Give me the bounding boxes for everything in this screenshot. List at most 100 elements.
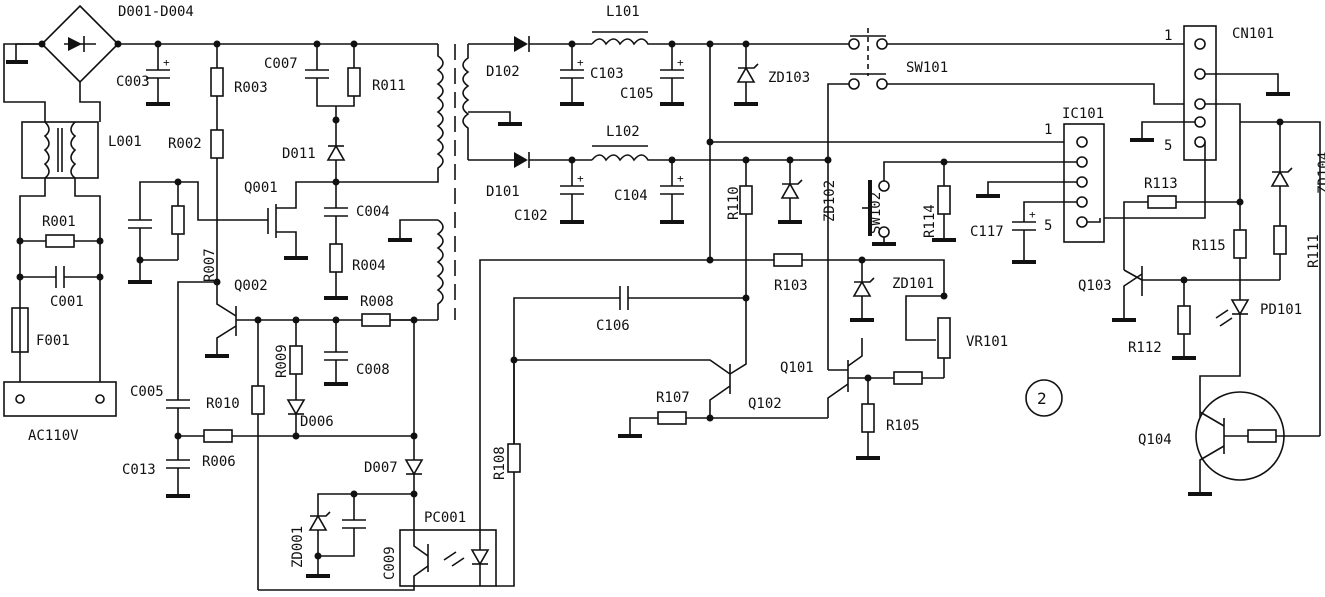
capacitor-c003: + [146,44,170,106]
zd104-label: ZD104 [1316,152,1325,194]
r002-label: R002 [168,136,202,152]
zd101-label: ZD101 [892,276,934,292]
d006-label: D006 [300,414,334,430]
r107-label: R107 [656,390,690,406]
f001-label: F001 [36,333,70,349]
resistor-r108 [507,443,521,473]
page-marker-label: 2 [1037,389,1047,408]
ic101-pin5: 5 [1044,218,1052,234]
wire [3,43,46,122]
l101-label: L101 [606,4,640,20]
resistor-r001 [45,234,75,248]
d101-label: D101 [486,184,520,200]
resistor-r105-link [893,371,923,385]
resistor-q104-base [1247,429,1277,443]
c005-label: C005 [130,384,164,400]
zener-zd102 [780,182,800,199]
c104-label: C104 [614,188,648,204]
r006-label: R006 [202,454,236,470]
diode-d006 [286,399,306,416]
vr101-label: VR101 [966,334,1008,350]
transformer-aux-winding [436,219,444,320]
c117-label: C117 [970,224,1004,240]
wire [79,82,101,122]
c102-label: C102 [514,208,548,224]
zd001-label: ZD001 [290,526,306,568]
optocoupler-pc001 [258,529,497,591]
c003-label: C003 [116,74,150,90]
diode-d102 [514,36,528,52]
ic101-label: IC101 [1062,106,1104,122]
wire [19,178,46,382]
diode-d011 [326,144,346,161]
inductor-l102 [591,154,828,162]
q001-label: Q001 [244,180,278,196]
cn101-label: CN101 [1232,26,1274,42]
transistor-q103 [1123,266,1280,320]
ac110v-label: AC110V [28,428,79,444]
transistor-q102 [514,298,747,418]
potentiometer-vr101 [937,317,951,359]
r114-label: R114 [922,204,938,238]
r008-label: R008 [360,294,394,310]
q102-label: Q102 [748,396,782,412]
c103-label: C103 [590,66,624,82]
resistor-r011 [347,67,361,97]
inductor-l001 [21,121,99,179]
resistor-gate [171,205,185,235]
svg-text:+: + [577,56,584,69]
svg-text:+: + [577,172,584,185]
zener-zd001 [308,514,328,531]
resistor-r004 [329,243,343,273]
svg-text:+: + [1029,208,1036,221]
r003-label: R003 [234,80,268,96]
r103-label: R103 [774,278,808,294]
zd102-label: ZD102 [822,180,838,222]
svg-text:+: + [163,56,170,69]
inductor-l101 [591,38,710,46]
r004-label: R004 [352,258,386,274]
c008-label: C008 [356,362,390,378]
wire [74,178,101,382]
ic101 [1063,123,1105,243]
c009-label: C009 [382,546,398,580]
r010-label: R010 [206,396,240,412]
wire [479,259,945,530]
pd101-label: PD101 [1260,302,1302,318]
diode-d101 [514,152,528,168]
resistor-r009 [289,345,303,375]
r115-label: R115 [1192,238,1226,254]
r111-label: R111 [1306,234,1322,268]
r112-label: R112 [1128,340,1162,356]
d011-label: D011 [282,146,316,162]
led-pd101 [1230,299,1250,316]
resistor-r111 [1273,225,1287,255]
r113-label: R113 [1144,176,1178,192]
resistor-r010 [251,385,265,415]
resistor-r002 [210,129,224,159]
d102-label: D102 [486,64,520,80]
l102-label: L102 [606,124,640,140]
sw102-label: SW102 [868,192,884,234]
transistor-q101 [827,338,894,418]
r110-label: R110 [726,186,742,220]
ic101-pin1: 1 [1044,122,1052,138]
connector-cn101 [1183,25,1217,161]
zener-zd103 [736,66,756,83]
transformer-secondary [462,44,470,160]
l001-label: L001 [108,134,142,150]
bridge-rectifier [40,4,120,84]
r007-label: R007 [202,248,218,282]
resistor-r103 [773,253,803,267]
q101-label: Q101 [780,360,814,376]
q103-label: Q103 [1078,278,1112,294]
resistor-r114 [937,185,951,215]
capacitor-c104: + [660,156,684,224]
q104-label: Q104 [1138,432,1172,448]
r001-label: R001 [42,214,76,230]
transistor-q104 [1195,391,1285,494]
resistor-r113 [1147,195,1177,209]
svg-text:+: + [677,172,684,185]
cn101-pin1: 1 [1164,28,1172,44]
